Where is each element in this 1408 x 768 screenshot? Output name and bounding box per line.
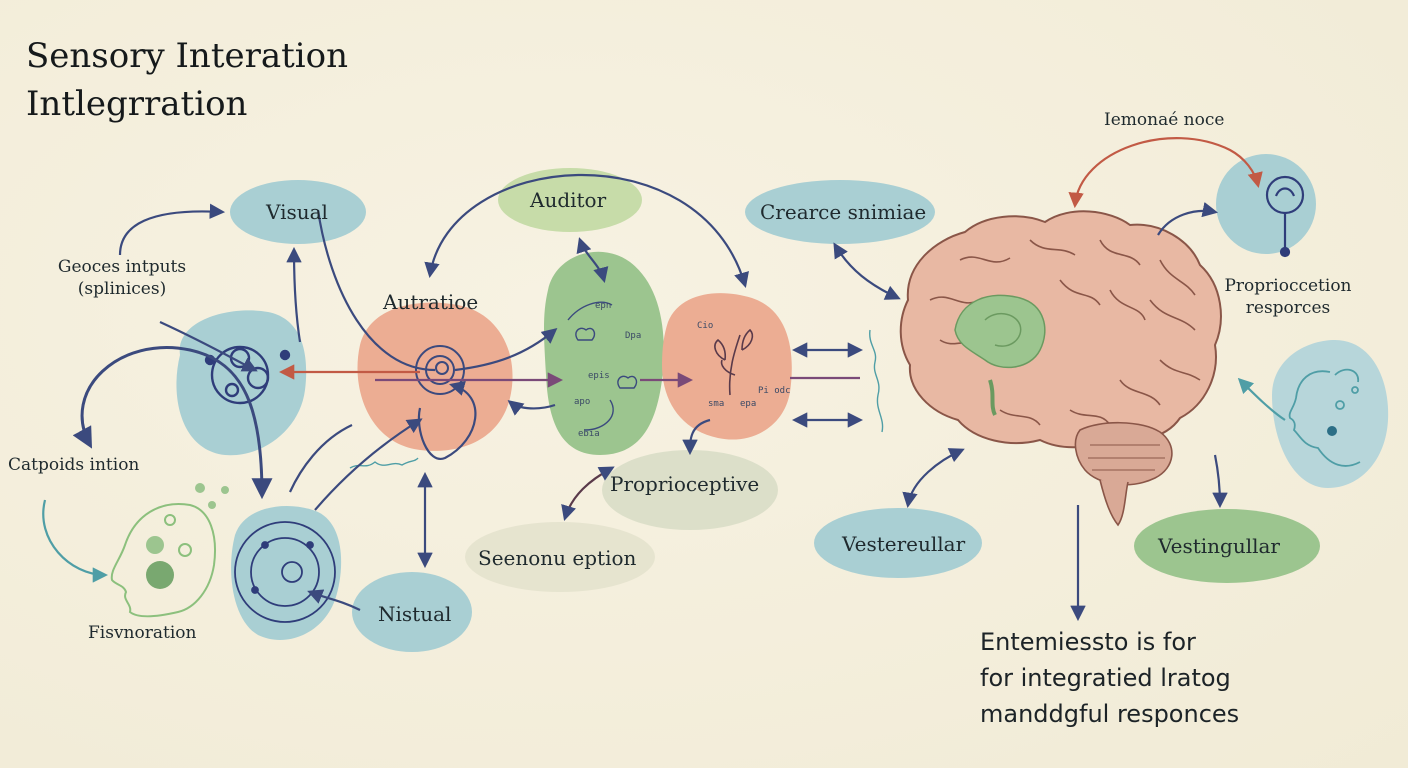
fisvnoration-label: Fisvnoration (88, 623, 197, 643)
bottom-line-2: for integratied lratog (980, 664, 1231, 692)
auditor-bubble (498, 168, 642, 232)
visual-label: Visual (266, 200, 328, 224)
seenonu-bubble (465, 522, 655, 592)
seenonu-label: Seenonu eption (478, 546, 637, 570)
glyph-8: sma (708, 399, 724, 409)
glyph-2: Dpa (625, 331, 641, 341)
bottom-line-3: manddgful responces (980, 700, 1240, 728)
auditor-label: Auditor (530, 188, 607, 212)
glyph-9: epa (740, 399, 756, 409)
geoces-line-2: (splinices) (77, 279, 167, 299)
head-region-right (1272, 340, 1389, 488)
glyph-7: Pi odc (758, 386, 791, 396)
geoces-line-1: Geoces intputs (57, 257, 187, 277)
vestingullar-label: Vestingullar (1158, 534, 1280, 558)
title-line-2: Intlegrration (26, 84, 248, 124)
visual-bubble (230, 180, 366, 244)
proprio-region (662, 293, 792, 440)
vestereullar-label: Vestereullar (842, 532, 966, 556)
auratioe-region (357, 302, 513, 451)
brain-illustration (899, 210, 1222, 527)
flow-arrows (42, 137, 1286, 622)
scribble-icons (349, 301, 884, 469)
vestingullar-bubble (1134, 509, 1320, 583)
glyph-6: Cio (697, 321, 713, 331)
glyph-3: epis (588, 371, 610, 381)
glyph-4: apo (574, 397, 590, 407)
node-blobs (176, 154, 1389, 652)
face-right (1288, 368, 1361, 467)
nistual-region-left (231, 505, 342, 640)
face-left (110, 483, 229, 618)
nistual-label: Nistual (378, 602, 452, 626)
catpoids-label: Catpoids intion (8, 455, 140, 475)
crearce-bubble (745, 180, 935, 244)
proprioccetion-icon (1265, 175, 1305, 258)
glyph-1: epn (595, 301, 611, 311)
proprioceptive-label: Proprioceptive (610, 472, 760, 496)
bottom-caption: Entemiessto is for for integratied lrato… (980, 624, 1239, 732)
crearce-label: Crearce snimiae (760, 200, 927, 224)
iemonae-label: Iemonaé noce (1104, 110, 1225, 130)
proprioccetion-label: Proprioccetion resporces (1220, 275, 1356, 319)
geoces-label: Geoces intputs (splinices) (54, 256, 190, 300)
region-glyphs: epn Dpa epis apo ebia Cio Pi odc sma epa (574, 301, 791, 439)
proprioceptive-bubble (602, 450, 778, 530)
nistual-bubble (352, 572, 472, 652)
auratioe-label: Autratioe (383, 290, 479, 314)
plant-icon (714, 328, 754, 396)
glyph-5: ebia (578, 429, 600, 439)
proprioccetion-line-1: Proprioccetion (1224, 276, 1352, 296)
title-line-1: Sensory Interation (26, 36, 349, 76)
vestereullar-bubble (814, 508, 982, 578)
auditor-region (544, 251, 664, 455)
proprioccetion-line-2: resporces (1245, 298, 1331, 318)
bottom-line-1: Entemiessto is for (980, 628, 1196, 656)
